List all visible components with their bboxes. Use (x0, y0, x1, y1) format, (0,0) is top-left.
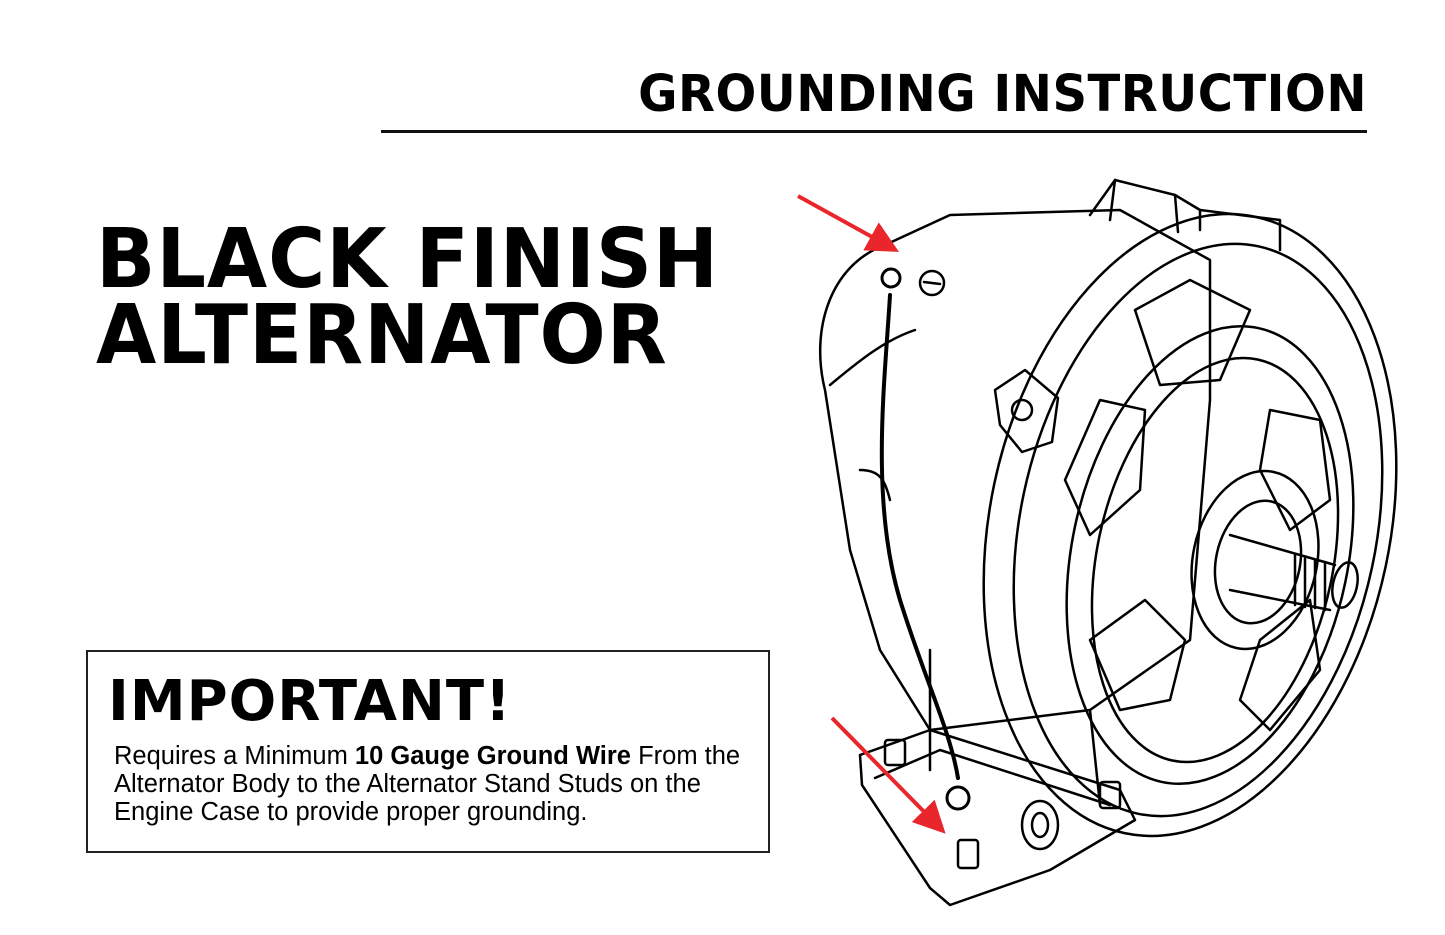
pulley-hub (1190, 469, 1320, 651)
shaft (1228, 533, 1337, 612)
pulley-spoke-top (1133, 278, 1252, 387)
ring-terminal-bottom (945, 785, 971, 811)
important-text: Requires a Minimum 10 Gauge Ground Wire … (114, 742, 764, 826)
product-title-line-2: ALTERNATOR (96, 288, 668, 383)
page-title: GROUNDING INSTRUCTION (638, 64, 1367, 124)
important-text-bold: 10 Gauge Ground Wire (354, 742, 631, 770)
arrow-to-stand-stud (830, 716, 946, 834)
important-text-start: Requires a Minimum (114, 742, 355, 770)
ring-terminal-top (880, 267, 902, 289)
pulley-spoke-right (1258, 408, 1332, 532)
terminal-post (918, 269, 946, 297)
product-title-line-1: BLACK FINISH (96, 212, 720, 307)
front-housing-rim (982, 212, 1398, 838)
pulley-spoke-lower-left (1088, 598, 1187, 712)
header-divider (381, 130, 1367, 133)
important-heading: IMPORTANT! (108, 669, 512, 734)
side-mount-hole (1010, 398, 1034, 422)
stand-neck (928, 648, 1102, 807)
stand-stud-front (956, 838, 980, 870)
stand-stud-right (1098, 780, 1122, 810)
stand-stud-left (883, 738, 907, 767)
important-text-end: From the Alternator Body to the Alternat… (114, 742, 741, 826)
arrow-to-body-terminal (797, 194, 900, 252)
alternator-diagram (797, 178, 1398, 907)
alternator-rear-housing (818, 208, 1212, 732)
product-title: BLACK FINISH ALTERNATOR (96, 212, 720, 383)
base-boss (1020, 799, 1060, 851)
pulley-outer (1065, 325, 1355, 785)
ground-wire (879, 293, 960, 780)
base-plate (858, 728, 1137, 907)
pulley-spoke-lower-right (1238, 598, 1322, 732)
important-notice-box: IMPORTANT! Requires a Minimum 10 Gauge G… (86, 650, 770, 853)
side-mount-ear (993, 368, 1060, 454)
pulley-spoke-left (1063, 398, 1147, 537)
alternator-rear-rim (828, 328, 917, 387)
